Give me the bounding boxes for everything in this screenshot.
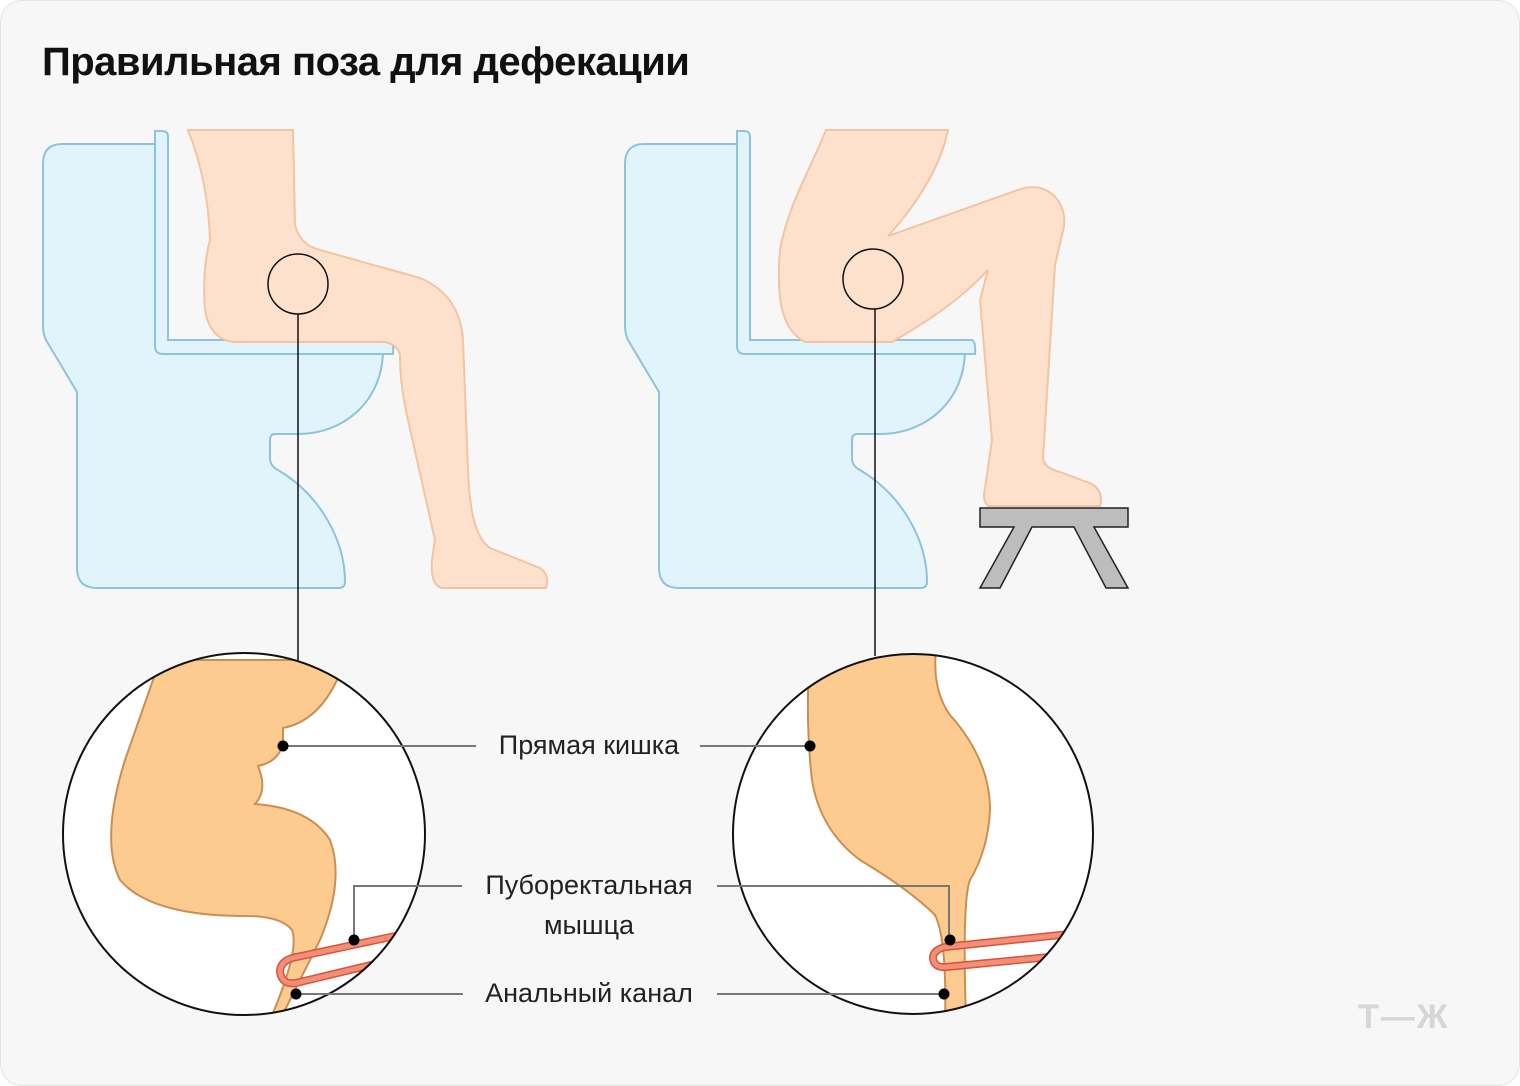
page-title: Правильная поза для дефекации [42, 40, 690, 84]
label-rectum: Прямая кишка [498, 730, 680, 760]
leader-lines [283, 745, 950, 995]
logo: Т—Ж [1358, 998, 1450, 1036]
leg-left [186, 129, 549, 589]
label-anal-canal: Анальный канал [485, 978, 693, 1008]
marker-dots [277, 740, 956, 1000]
leg-right [777, 129, 1102, 507]
zoom-marker-right [842, 248, 904, 310]
anatomy-detail-right [732, 653, 1094, 1015]
anatomy-detail-left [62, 652, 426, 1016]
label-puborectalis-2: мышца [543, 910, 635, 940]
footstool [978, 507, 1130, 589]
toilet-right [624, 130, 977, 589]
label-puborectalis-1: Пуборектальная [485, 870, 693, 900]
